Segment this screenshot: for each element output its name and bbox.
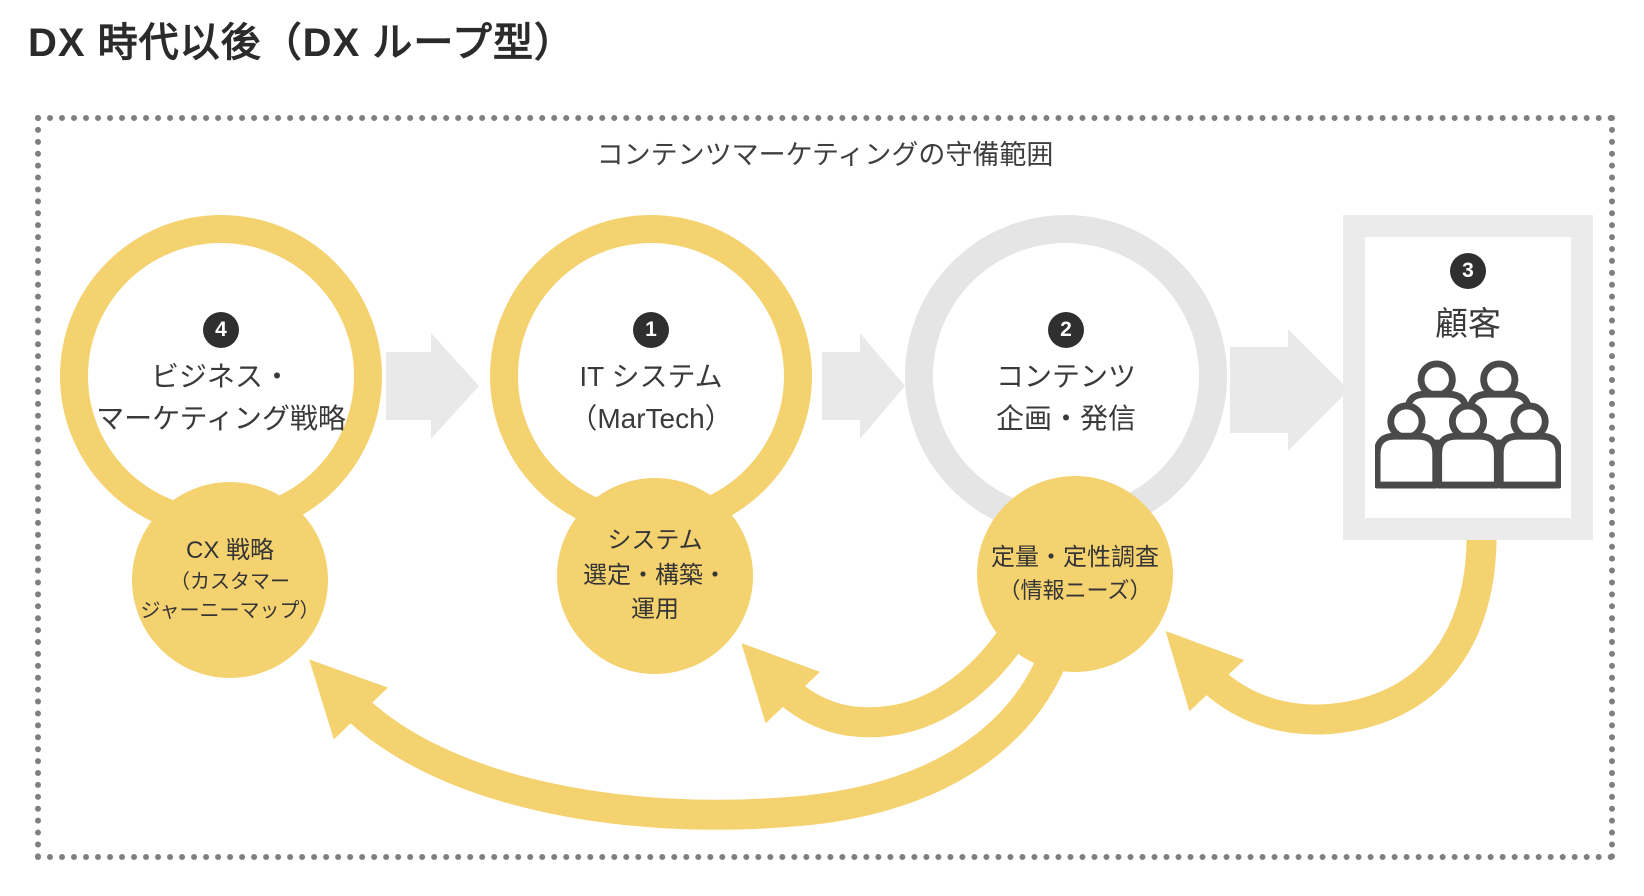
step-number-badge: 4 [203,312,239,348]
step-number: 4 [215,318,227,341]
people-group-icon [1375,360,1561,489]
customer-box: 3 顧客 [1343,215,1593,540]
step-label: IT システム （MarTech） [569,361,733,434]
right-block-arrow-icon [386,333,479,439]
step-number-badge: 1 [633,312,669,348]
curved-loop-arrow-research-to-system-icon [741,596,1046,738]
customer-box-inner: 3 顧客 [1365,237,1571,518]
curved-loop-arrow-research-to-cx-icon [309,633,1075,830]
scope-label: コンテンツマーケティングの守備範囲 [596,140,1054,170]
step-number-badge: 2 [1048,312,1084,348]
right-block-arrow-icon [822,333,905,439]
step-number: 2 [1060,318,1072,341]
subtask-circle-system-ops: システム 選定・構築・ 運用 [557,478,753,674]
curved-loop-arrow-customer-to-research-icon [1165,515,1497,735]
subtask-circle-cx-strategy: CX 戦略 （カスタマー ジャーニーマップ） [132,482,328,678]
step-number: 3 [1462,259,1474,282]
step-label: コンテンツ 企画・発信 [995,361,1136,434]
customer-label: 顧客 [1435,305,1501,342]
page-title: DX 時代以後（DX ループ型） [28,21,575,65]
scope-boundary: コンテンツマーケティングの守備範囲 [35,115,1615,860]
right-block-arrow-icon [1230,329,1349,451]
step-number-badge: 3 [1450,253,1486,289]
subtask-circle-research: 定量・定性調査 （情報ニーズ） [977,476,1173,672]
step-number: 1 [645,318,657,341]
step-label: ビジネス・ マーケティング戦略 [96,361,346,434]
